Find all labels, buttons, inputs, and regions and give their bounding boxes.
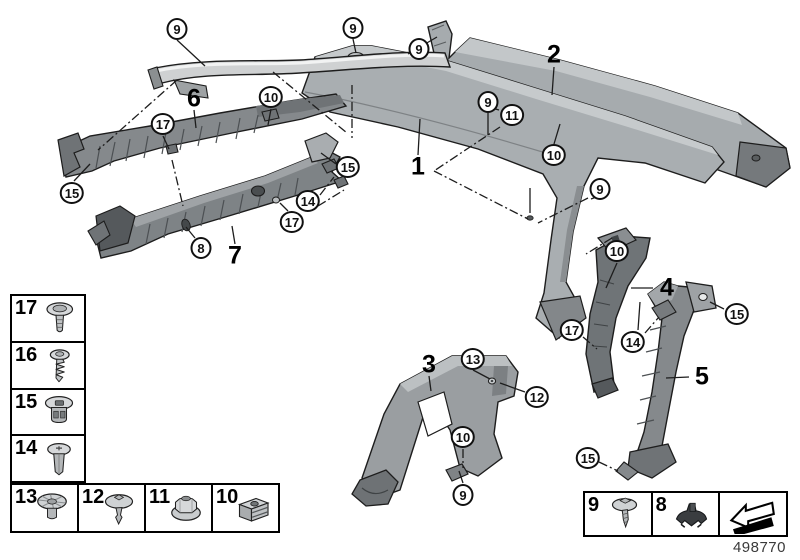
legend-box-11[interactable]: 11 [144, 483, 213, 533]
legend-number-14: 14 [15, 437, 38, 460]
callout-9[interactable]: 9 [589, 178, 611, 200]
legend-bottom-row: 13 12 11 10 [10, 483, 280, 533]
callout-17[interactable]: 17 [559, 319, 585, 341]
callout-10[interactable]: 10 [450, 426, 476, 448]
part-1-cowl-cover-main[interactable] [147, 45, 725, 341]
callout-12[interactable]: 12 [524, 386, 550, 408]
callout-9[interactable]: 9 [452, 484, 474, 506]
callout-13[interactable]: 13 [460, 348, 486, 370]
part-label-7[interactable]: 7 [228, 241, 242, 270]
part-label-2[interactable]: 2 [547, 40, 561, 69]
coarse-thread-screw-icon [49, 348, 70, 382]
expansion-rivet-icon [47, 443, 71, 476]
part-label-6[interactable]: 6 [187, 84, 201, 113]
callout-15[interactable]: 15 [335, 156, 361, 178]
plastic-expanding-nut-icon [37, 493, 67, 520]
callout-9[interactable]: 9 [408, 38, 430, 60]
hex-washer-nut-icon [171, 495, 201, 521]
legend-box-14[interactable]: 14 [10, 434, 86, 483]
callout-10[interactable]: 10 [604, 240, 630, 262]
legend-number-12: 12 [82, 486, 105, 508]
legend-number-16: 16 [15, 343, 38, 366]
legend-box-13[interactable]: 13 [10, 483, 79, 533]
callout-15[interactable]: 15 [59, 182, 85, 204]
direction-arrow-icon [730, 501, 776, 534]
part-3-bracket-center[interactable] [351, 355, 519, 507]
dark-clip-icon [676, 502, 708, 528]
legend-number-13: 13 [15, 486, 38, 508]
callout-17[interactable]: 17 [279, 211, 305, 233]
legend-left-column: 17 16 15 14 [10, 294, 86, 483]
legend-box-12[interactable]: 12 [77, 483, 146, 533]
legend-number-8: 8 [655, 494, 667, 516]
legend-box-9[interactable]: 9 [583, 491, 653, 537]
legend-box-17[interactable]: 17 [10, 294, 86, 343]
callout-15[interactable]: 15 [575, 447, 601, 469]
seal-strip [153, 51, 452, 84]
callout-11[interactable]: 11 [500, 104, 524, 126]
cage-nut-icon [238, 497, 269, 522]
dome-head-rivet-icon [104, 494, 134, 525]
legend-number-17: 17 [15, 297, 38, 319]
callout-9[interactable]: 9 [477, 91, 499, 113]
screw-torx-washer-icon [46, 302, 74, 333]
part-label-5[interactable]: 5 [695, 362, 709, 391]
callout-9[interactable]: 9 [166, 18, 188, 40]
legend-box-16[interactable]: 16 [10, 340, 86, 390]
legend-box-15[interactable]: 15 [10, 387, 86, 437]
callout-10[interactable]: 10 [541, 144, 567, 166]
callout-9[interactable]: 9 [342, 17, 364, 39]
legend-box-10[interactable]: 10 [211, 483, 280, 533]
part-label-3[interactable]: 3 [422, 350, 436, 379]
legend-box-8[interactable]: 8 [650, 491, 721, 537]
legend-number-9: 9 [588, 494, 600, 516]
part-5-bracket-right[interactable] [615, 281, 717, 481]
diagram-part-number: 498770 [732, 539, 786, 556]
part-label-4[interactable]: 4 [660, 273, 674, 302]
legend-number-10: 10 [216, 486, 239, 508]
part-7-bracket-lower-left[interactable] [87, 132, 349, 259]
callout-10[interactable]: 10 [258, 86, 284, 108]
callout-14[interactable]: 14 [295, 190, 321, 212]
washer-screw-icon [611, 497, 637, 528]
callout-8[interactable]: 8 [190, 237, 212, 259]
callout-14[interactable]: 14 [620, 331, 646, 353]
legend-number-15: 15 [15, 390, 38, 413]
legend-number-11: 11 [149, 486, 171, 508]
callout-15[interactable]: 15 [724, 303, 750, 325]
callout-17[interactable]: 17 [150, 113, 176, 135]
part-label-1[interactable]: 1 [411, 152, 425, 181]
barrel-grommet-icon [44, 396, 74, 424]
legend-box-arrow[interactable] [718, 491, 789, 537]
